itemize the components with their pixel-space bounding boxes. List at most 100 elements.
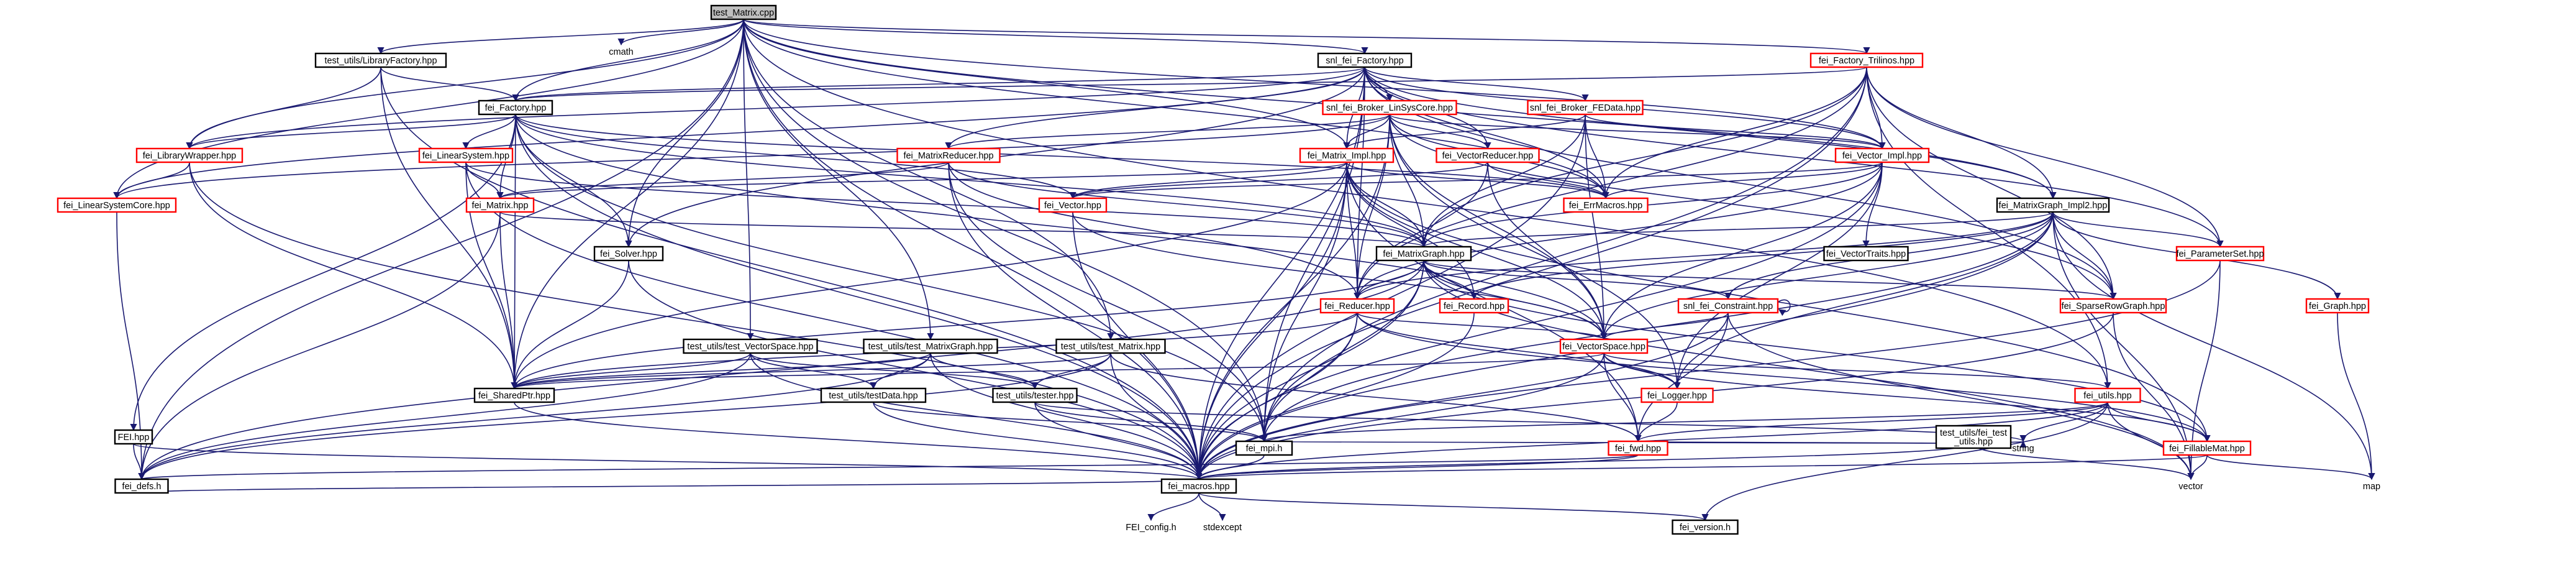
- node-tu_Matrix[interactable]: test_utils/test_Matrix.hpp: [1055, 338, 1166, 354]
- node-label-SharedPtr: fei_SharedPtr.hpp: [478, 391, 550, 401]
- node-tu_LibFactory[interactable]: test_utils/LibraryFactory.hpp: [314, 52, 447, 68]
- node-tu_fei_test_utils[interactable]: test_utils/fei_test_utils.hpp: [1935, 425, 2012, 449]
- edge-MatrixGraph_Impl2-to-Reducer: [1354, 211, 2054, 300]
- edge-fei_utils-to-fei_mpi: [1260, 402, 2108, 443]
- edge-MatrixReducer-to-fei_macros: [948, 162, 1203, 480]
- node-label-FEI: FEI.hpp: [118, 433, 150, 443]
- node-box-FillableMat: [2162, 440, 2252, 456]
- node-VectorSpace[interactable]: fei_VectorSpace.hpp: [1559, 338, 1649, 354]
- node-Logger[interactable]: fei_Logger.hpp: [1641, 387, 1714, 403]
- node-box-tu_VectorSpace: [683, 338, 818, 354]
- node-MatrixReducer[interactable]: fei_MatrixReducer.hpp: [896, 147, 1001, 163]
- node-tu_VectorSpace[interactable]: test_utils/test_VectorSpace.hpp: [683, 338, 818, 354]
- node-box-fei_mpi: [1235, 440, 1293, 456]
- node-tu_MatrixGraph[interactable]: test_utils/test_MatrixGraph.hpp: [863, 338, 998, 354]
- edge-snl_Broker_FEData-to-MatrixGraph: [1420, 114, 1586, 248]
- node-label-FillableMat: fei_FillableMat.hpp: [2169, 444, 2245, 454]
- edge-root-to-fei_Factory: [512, 19, 744, 102]
- edge-fei_Factory-to-fei_mpi: [515, 114, 1268, 443]
- edge-VectorReducer-to-Reducer: [1354, 162, 1488, 300]
- edge-Factory_Trilinos-to-fei_utils: [1866, 67, 2111, 390]
- node-fei_version[interactable]: fei_version.h: [1672, 519, 1739, 535]
- edge-tu_Matrix-to-fei_fwd: [1110, 352, 1642, 443]
- node-box-fei_defs: [114, 478, 169, 494]
- edge-MatrixGraph-to-FillableMat: [1423, 260, 2211, 443]
- edge-snl_Factory-to-fei_macros: [1195, 67, 1365, 480]
- node-LinearSystemCore[interactable]: fei_LinearSystemCore.hpp: [57, 197, 177, 213]
- edge-tu_LibFactory-to-fei_Factory: [380, 67, 519, 102]
- dependency-edges: [113, 19, 2375, 521]
- node-label-tu_VectorSpace: test_utils/test_VectorSpace.hpp: [687, 342, 813, 352]
- node-Reducer[interactable]: fei_Reducer.hpp: [1319, 298, 1395, 314]
- node-label-fei_Factory: fei_Factory.hpp: [485, 103, 547, 113]
- node-box-ParameterSet: [2175, 246, 2265, 262]
- edge-root-to-fei_utils: [743, 19, 2111, 390]
- node-FEI[interactable]: FEI.hpp: [114, 429, 153, 445]
- node-fei_utils[interactable]: fei_utils.hpp: [2074, 387, 2141, 403]
- node-FEI_config: FEI_config.h: [1126, 523, 1176, 533]
- node-FillableMat[interactable]: fei_FillableMat.hpp: [2162, 440, 2252, 456]
- edge-snl_Factory-to-snl_Broker_LinSysCore: [1364, 67, 1393, 102]
- node-label-MatrixGraph: fei_MatrixGraph.hpp: [1383, 249, 1464, 259]
- node-snl_Broker_FEData[interactable]: snl_fei_Broker_FEData.hpp: [1527, 99, 1644, 116]
- node-box-fei_macros: [1160, 478, 1237, 494]
- node-snl_Factory[interactable]: snl_fei_Factory.hpp: [1317, 52, 1413, 68]
- edge-tu_testData-to-fei_mpi: [873, 402, 1268, 443]
- edge-snl_Factory-to-ErrMacros: [1364, 67, 1609, 200]
- node-ParameterSet[interactable]: fei_ParameterSet.hpp: [2175, 246, 2265, 262]
- node-snl_Broker_LinSysCore[interactable]: snl_fei_Broker_LinSysCore.hpp: [1322, 99, 1457, 116]
- node-Factory_Trilinos[interactable]: fei_Factory_Trilinos.hpp: [1809, 52, 1924, 68]
- node-label-VectorSpace: fei_VectorSpace.hpp: [1562, 342, 1645, 352]
- edge-MatrixReducer-to-Reducer: [948, 162, 1361, 300]
- node-box-VectorReducer: [1436, 147, 1540, 163]
- node-box-FEI: [114, 429, 153, 445]
- node-LinearSystem[interactable]: fei_LinearSystem.hpp: [418, 147, 514, 163]
- node-Vector_Impl[interactable]: fei_Vector_Impl.hpp: [1834, 147, 1930, 163]
- node-MatrixGraph[interactable]: fei_MatrixGraph.hpp: [1375, 246, 1472, 262]
- edge-snl_Factory-to-LinearSystemCore: [113, 67, 1365, 200]
- node-fei_defs[interactable]: fei_defs.h: [114, 478, 169, 494]
- node-box-fei_Graph: [2305, 298, 2370, 314]
- edge-fei_utils-to-vector: [2107, 402, 2195, 480]
- node-box-Matrix_Impl: [1299, 147, 1395, 163]
- node-VectorReducer[interactable]: fei_VectorReducer.hpp: [1436, 147, 1540, 163]
- node-fei_Solver[interactable]: fei_Solver.hpp: [593, 246, 664, 262]
- edge-root-to-tu_Matrix: [743, 19, 1114, 341]
- edge-Reducer-to-fei_mpi: [1260, 312, 1358, 443]
- node-ErrMacros[interactable]: fei_ErrMacros.hpp: [1563, 197, 1649, 213]
- node-fei_Vector[interactable]: fei_Vector.hpp: [1038, 197, 1108, 213]
- node-fei_macros[interactable]: fei_macros.hpp: [1160, 478, 1237, 494]
- node-snl_Constraint[interactable]: snl_fei_Constraint.hpp: [1677, 298, 1779, 314]
- node-tu_tester[interactable]: test_utils/tester.hpp: [992, 387, 1078, 403]
- edge-FEI-to-fei_defs: [133, 443, 145, 480]
- node-cmath: cmath: [609, 47, 634, 57]
- node-label-LibraryWrapper: fei_LibraryWrapper.hpp: [143, 151, 236, 161]
- node-root[interactable]: test_Matrix.cpp: [710, 4, 777, 21]
- node-fei_fwd[interactable]: fei_fwd.hpp: [1608, 440, 1668, 456]
- node-fei_mpi[interactable]: fei_mpi.h: [1235, 440, 1293, 456]
- node-fei_Graph[interactable]: fei_Graph.hpp: [2305, 298, 2370, 314]
- node-fei_Matrix[interactable]: fei_Matrix.hpp: [465, 197, 535, 213]
- node-box-snl_Factory: [1317, 52, 1413, 68]
- edge-snl_Factory-to-snl_Broker_FEData: [1364, 67, 1589, 102]
- edge-Factory_Trilinos-to-ErrMacros: [1602, 67, 1867, 200]
- node-SharedPtr[interactable]: fei_SharedPtr.hpp: [473, 387, 555, 403]
- node-Record[interactable]: fei_Record.hpp: [1439, 298, 1509, 314]
- node-Matrix_Impl[interactable]: fei_Matrix_Impl.hpp: [1299, 147, 1395, 163]
- node-SparseRowGraph[interactable]: fei_SparseRowGraph.hpp: [2059, 298, 2167, 314]
- edge-tu_VectorSpace-to-tu_tester: [750, 352, 1039, 390]
- node-LibraryWrapper[interactable]: fei_LibraryWrapper.hpp: [135, 147, 243, 163]
- node-VectorTraits[interactable]: fei_VectorTraits.hpp: [1823, 246, 1909, 262]
- node-MatrixGraph_Impl2[interactable]: fei_MatrixGraph_Impl2.hpp: [1996, 197, 2110, 213]
- node-box-VectorSpace: [1559, 338, 1649, 354]
- edge-root-to-LibraryWrapper: [186, 19, 744, 150]
- node-fei_Factory[interactable]: fei_Factory.hpp: [478, 99, 553, 116]
- node-label-tu_LibFactory: test_utils/LibraryFactory.hpp: [324, 56, 437, 66]
- node-box-Logger: [1641, 387, 1714, 403]
- node-box-tu_MatrixGraph: [863, 338, 998, 354]
- node-tu_testData[interactable]: test_utils/testData.hpp: [820, 387, 927, 403]
- node-box-fei_Matrix: [465, 197, 535, 213]
- edge-fei_utils-to-string: [2019, 402, 2108, 443]
- edge-MatrixReducer-to-fei_Matrix: [496, 162, 949, 200]
